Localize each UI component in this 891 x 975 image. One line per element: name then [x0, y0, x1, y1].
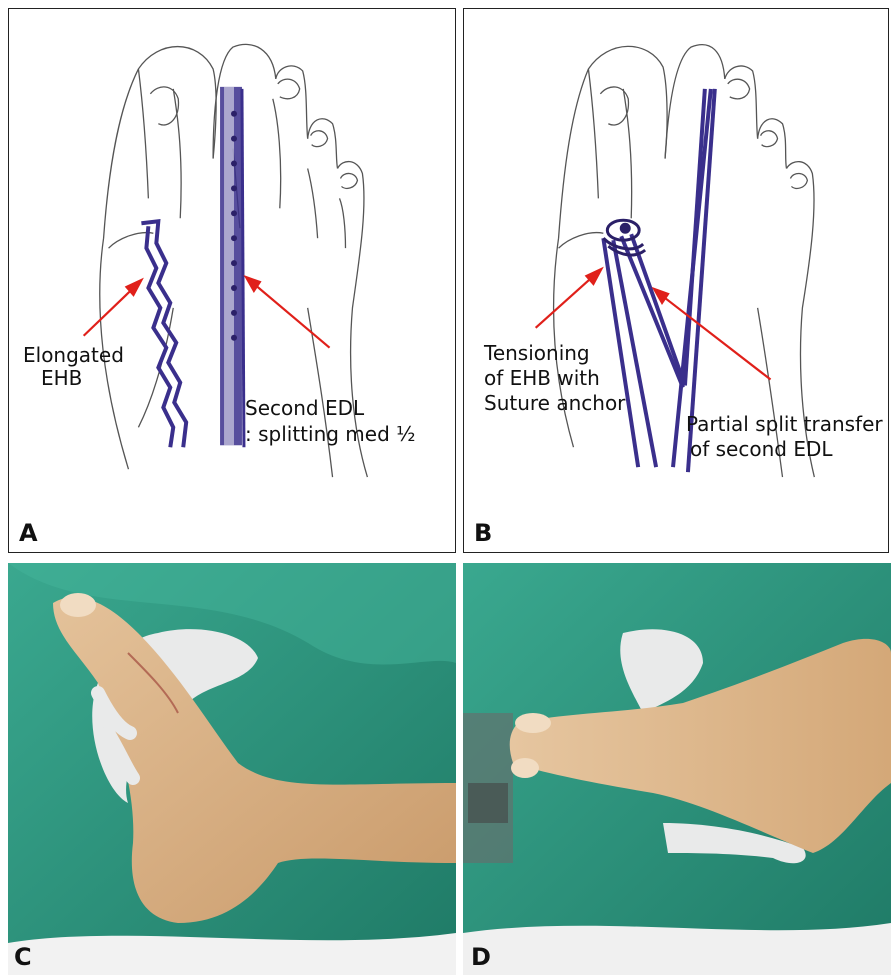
label-elongated-ehb-1: Elongated — [23, 344, 124, 367]
elongated-ehb-tendon — [141, 221, 186, 447]
panel-a-sketch — [9, 9, 455, 552]
panel-c: C — [8, 563, 456, 975]
red-arrows — [84, 277, 330, 348]
label-tensioning-3: Suture anchor — [484, 392, 625, 415]
second-edl-tendon — [220, 87, 244, 447]
panel-b-letter: B — [474, 519, 492, 547]
label-tensioning-1: Tensioning — [484, 342, 590, 365]
panel-a-letter: A — [19, 519, 38, 547]
panel-a: Elongated EHB Second EDL : splitting med… — [8, 8, 456, 553]
panel-c-letter: C — [14, 943, 32, 971]
label-partial-split-2: of second EDL — [690, 438, 833, 461]
panel-b: Tensioning of EHB with Suture anchor Par… — [463, 8, 889, 553]
panel-d-letter: D — [471, 943, 491, 971]
panel-c-photo — [8, 563, 456, 975]
panel-b-sketch — [464, 9, 888, 552]
suture-anchor-knot — [603, 220, 645, 255]
label-partial-split-1: Partial split transfer — [686, 413, 883, 436]
label-second-edl-2: : splitting med ½ — [245, 423, 416, 446]
panel-d-photo — [463, 563, 891, 975]
panel-d: D — [463, 563, 891, 975]
label-tensioning-2: of EHB with — [484, 367, 600, 390]
label-elongated-ehb-2: EHB — [41, 367, 82, 390]
label-second-edl-1: Second EDL — [245, 397, 364, 420]
